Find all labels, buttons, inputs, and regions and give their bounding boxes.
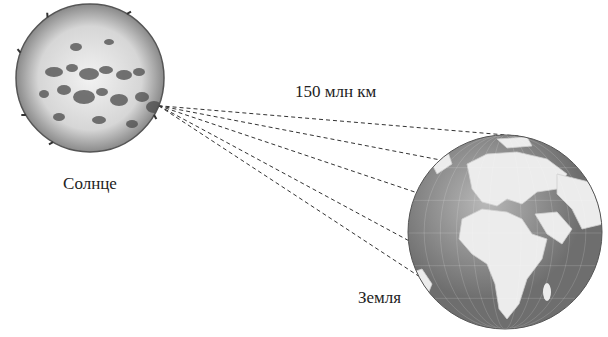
sun-node: Солнце [14, 2, 166, 154]
continents [407, 137, 603, 319]
sun-disc [16, 4, 164, 152]
distance-label: 150 млн км [292, 82, 379, 102]
sight-line [159, 106, 419, 276]
body-label: Земля [358, 288, 401, 308]
prominences [18, 12, 157, 145]
sunspots [39, 39, 162, 128]
sight-line [159, 106, 521, 136]
sight-line [159, 106, 417, 193]
graticule [407, 135, 603, 329]
earth-ocean [408, 135, 602, 329]
sun-illustration [14, 2, 166, 154]
earth-node: Земля [407, 134, 603, 330]
earth-illustration [407, 134, 603, 330]
body-label: Солнце [63, 174, 117, 194]
sight-line [159, 106, 409, 241]
